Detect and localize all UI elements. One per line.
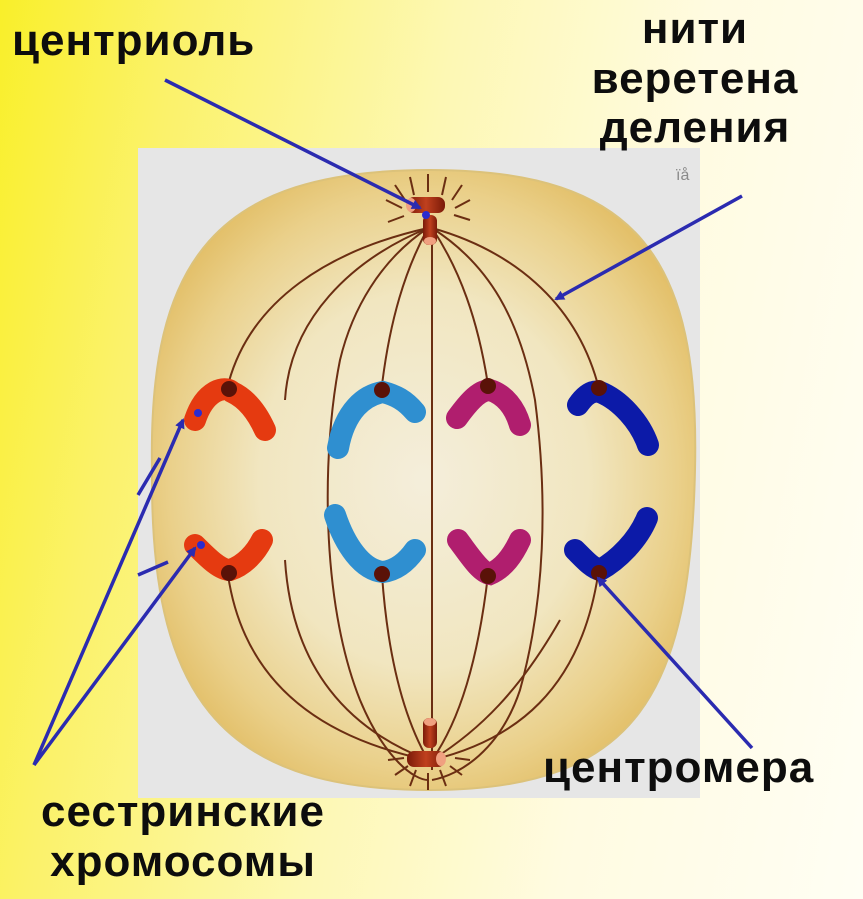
label-sister-line: хромосомы xyxy=(8,837,358,887)
label-centriole: центриоль xyxy=(12,16,255,66)
label-centromere: центромера xyxy=(543,743,814,793)
centromere-dot xyxy=(591,380,607,396)
centromere-dot xyxy=(480,378,496,394)
centromere-dot xyxy=(374,382,390,398)
cell-body xyxy=(152,170,695,790)
centromere-dot xyxy=(480,568,496,584)
label-sister-chromatids: сестринские хромосомы xyxy=(8,787,358,886)
corner-mark: ïå xyxy=(676,166,689,184)
centromere-dot xyxy=(221,381,237,397)
centromere-dot xyxy=(374,566,390,582)
centromere-dot xyxy=(221,565,237,581)
label-spindle-fibers: нити веретена деления xyxy=(545,4,845,153)
label-sister-line: сестринские xyxy=(8,787,358,837)
label-spindle-line: деления xyxy=(545,103,845,153)
label-spindle-line: веретена xyxy=(545,54,845,104)
label-spindle-line: нити xyxy=(545,4,845,54)
